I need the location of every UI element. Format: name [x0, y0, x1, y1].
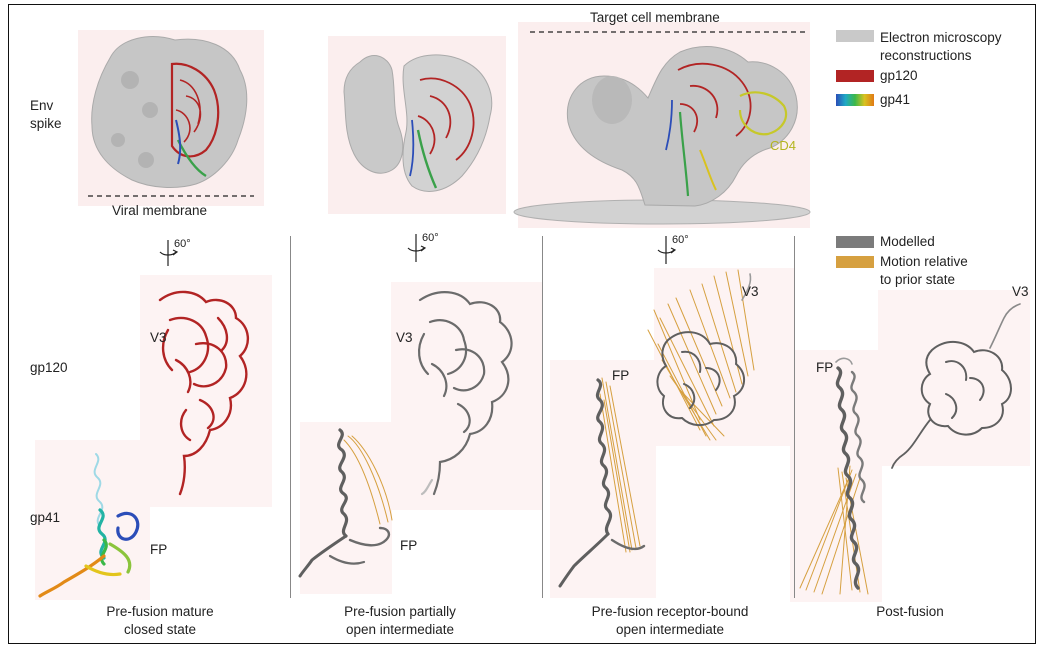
state-caption-receptor-line2: open intermediate — [560, 622, 780, 638]
cd4-label: CD4 — [770, 138, 796, 153]
em-reconstruction-partial — [344, 55, 492, 192]
em-reconstruction-closed — [92, 37, 247, 188]
legend-swatch-gp41 — [836, 94, 874, 106]
target-cell-membrane-label: Target cell membrane — [590, 10, 720, 26]
legend-swatch-gp120 — [836, 70, 874, 82]
state-caption-closed-line2: closed state — [60, 622, 260, 638]
state-caption-partial-line1: Pre-fusion partially — [300, 604, 500, 620]
row-label-gp120: gp120 — [30, 360, 68, 376]
fp-label-partial: FP — [400, 538, 417, 554]
legend-swatch-motion — [836, 256, 874, 268]
viral-membrane-label: Viral membrane — [112, 203, 207, 219]
gp120-partial-structure — [419, 292, 511, 494]
gp41-partial-structure — [300, 430, 392, 576]
v3-label-receptor: V3 — [742, 284, 759, 300]
v3-label-closed: V3 — [150, 330, 167, 346]
state-caption-post-line1: Post-fusion — [830, 604, 990, 620]
rotation-label-2: 60° — [422, 230, 439, 246]
state-caption-partial-line2: open intermediate — [300, 622, 500, 638]
v3-label-post: V3 — [1012, 284, 1029, 300]
legend-label-gp41: gp41 — [880, 92, 910, 108]
legend-label-em-line2: reconstructions — [880, 48, 972, 64]
legend-swatch-modelled — [836, 236, 874, 248]
fp-label-post: FP — [816, 360, 833, 376]
em-reconstruction-receptor — [514, 47, 810, 224]
v3-label-partial: V3 — [396, 330, 413, 346]
legend-label-motion: Motion relative — [880, 254, 968, 270]
legend-swatch-em — [836, 30, 874, 42]
legend-label-gp120: gp120 — [880, 68, 918, 84]
legend-label-modelled: Modelled — [880, 234, 935, 250]
row-label-gp41: gp41 — [30, 510, 60, 526]
row-label-spike: spike — [30, 116, 62, 132]
row-label-env: Env — [30, 98, 53, 114]
gp120-post-structure — [892, 304, 1020, 468]
rotation-label-1: 60° — [174, 236, 191, 252]
gp41-receptor-structure — [560, 378, 644, 586]
gp41-post-structure — [800, 358, 868, 594]
state-caption-receptor-line1: Pre-fusion receptor-bound — [560, 604, 780, 620]
rotation-label-3: 60° — [672, 232, 689, 248]
legend-label-em: Electron microscopy — [880, 30, 1002, 46]
gp120-receptor-structure — [648, 270, 754, 440]
fp-label-receptor: FP — [612, 368, 629, 384]
state-caption-closed-line1: Pre-fusion mature — [60, 604, 260, 620]
legend-label-motion-line2: to prior state — [880, 272, 955, 288]
gp120-closed-structure — [160, 292, 248, 494]
fp-label-closed: FP — [150, 542, 167, 558]
